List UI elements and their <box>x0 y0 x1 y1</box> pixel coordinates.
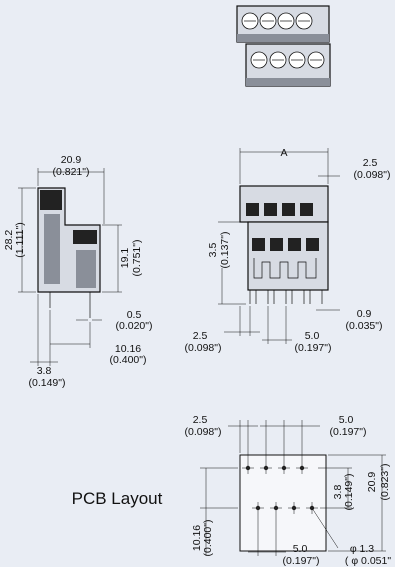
side-pin-offset-mm: 0.5 <box>127 309 142 321</box>
pcb-layout-title: PCB Layout <box>72 489 163 508</box>
pcb-height-in: (0.823") <box>379 464 391 501</box>
pcb-row-gap-in: (0.149") <box>343 474 355 511</box>
pcb-hole-dia-mm: φ 1.3 <box>350 543 374 555</box>
side-left-offset-in: (0.149") <box>29 377 66 389</box>
screw-row-upper <box>241 12 313 30</box>
side-width-in: (0.821") <box>53 166 90 178</box>
pcb-left-in: (0.400") <box>202 520 214 557</box>
side-mid-height-mm: 19.1 <box>119 248 131 269</box>
front-pitch-in: (0.197") <box>295 342 332 354</box>
pcb-top-pitch-mm: 5.0 <box>339 414 354 426</box>
pcb-row-gap-mm: 3.8 <box>332 485 344 500</box>
front-pin-width-in: (0.035") <box>346 320 383 332</box>
side-pin-span-mm: 10.16 <box>115 343 141 355</box>
pcb-top-edge-in: (0.098") <box>185 426 222 438</box>
pcb-bottom-pitch-in: (0.197") <box>283 555 320 567</box>
front-pins <box>249 290 323 304</box>
front-pin-width-mm: 0.9 <box>357 308 372 320</box>
front-view: A 2.5 (0.098") 3.5 (0.137") 0.9 (0.035")… <box>185 147 391 354</box>
pcb-bottom-pitch-mm: 5.0 <box>293 543 308 555</box>
front-side-gap-mm: 2.5 <box>363 157 378 169</box>
side-width-mm: 20.9 <box>61 154 82 166</box>
product-3d-view <box>236 5 331 87</box>
side-left-offset-mm: 3.8 <box>37 365 52 377</box>
front-side-gap-in: (0.098") <box>354 169 391 181</box>
pcb-left-mm: 10.16 <box>191 525 203 551</box>
front-edge-mm: 2.5 <box>193 330 208 342</box>
front-edge-in: (0.098") <box>185 342 222 354</box>
front-dim-a: A <box>280 147 287 159</box>
front-pin-height-in: (0.137") <box>219 232 231 269</box>
pcb-height-mm: 20.9 <box>366 472 378 493</box>
pcb-holes-upper <box>242 462 308 474</box>
side-mid-height-in: (0.751") <box>131 240 143 277</box>
front-pin-height-mm: 3.5 <box>207 243 219 258</box>
pcb-top-edge-mm: 2.5 <box>193 414 208 426</box>
screw-row-lower <box>250 51 325 69</box>
side-height-mm: 28.2 <box>3 230 15 251</box>
pcb-top-pitch-in: (0.197") <box>330 426 367 438</box>
pcb-hole-dia-in: ( φ 0.051" <box>345 555 391 567</box>
pcb-layout: PCB Layout 2.5 (0.098") 5.0 (0.197") <box>72 414 392 567</box>
side-pin-span-in: (0.400") <box>110 354 147 366</box>
side-pin-offset-in: (0.020") <box>116 320 153 332</box>
side-view: 20.9 (0.821") 28.2 (1.111") 19.1 (0.751"… <box>3 154 153 389</box>
front-pitch-mm: 5.0 <box>305 330 320 342</box>
side-height-in: (1.111") <box>14 222 26 257</box>
